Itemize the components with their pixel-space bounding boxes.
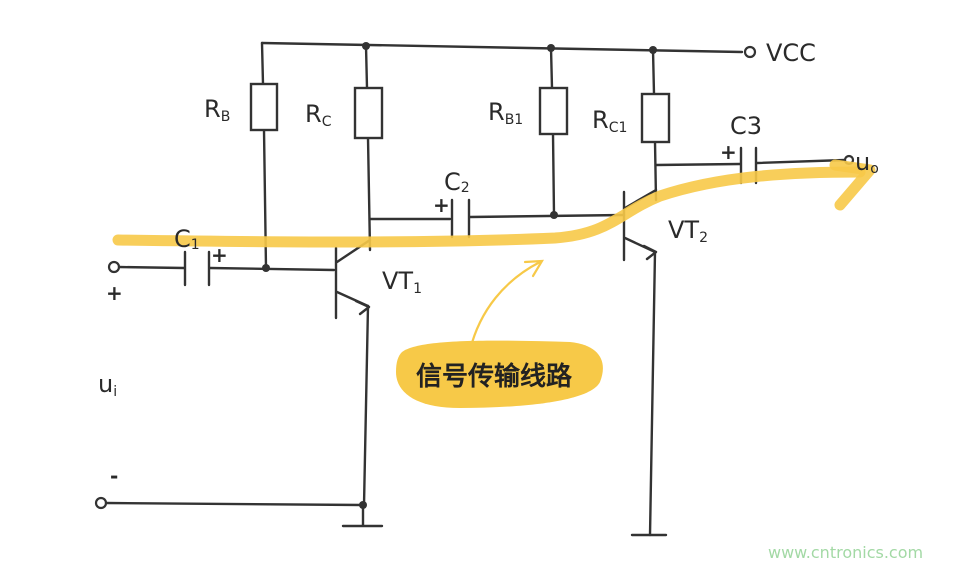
label-rb1: RB1	[488, 98, 523, 128]
input-minus-sign: -	[110, 464, 118, 488]
annotation-text: 信号传输线路	[416, 361, 573, 392]
label-vcc: VCC	[766, 39, 816, 67]
signal-path-line	[112, 166, 866, 248]
vcc-rail	[260, 41, 744, 54]
c1-polarity: +	[211, 243, 228, 267]
resistor-rc1	[640, 92, 671, 144]
watermark: www.cntronics.com	[768, 543, 923, 562]
resistor-rb	[249, 82, 279, 132]
label-c2: C2	[444, 168, 470, 196]
c3-polarity: +	[720, 140, 737, 164]
label-c3: C3	[730, 112, 762, 140]
label-rb: RB	[204, 95, 230, 125]
label-vt1: VT1	[382, 267, 422, 297]
label-vt2: VT2	[668, 216, 708, 246]
vcc-terminal	[743, 45, 757, 59]
junction-dot	[550, 211, 558, 219]
input-plus-terminal	[107, 260, 121, 274]
c2-polarity: +	[433, 193, 450, 217]
resistor-rc	[353, 86, 384, 140]
input-minus-terminal	[94, 496, 108, 510]
label-rc1: RC1	[592, 106, 627, 136]
label-rc: RC	[305, 100, 332, 130]
junction-dot	[262, 264, 270, 272]
callout-arrowhead	[523, 259, 545, 278]
wires	[94, 41, 855, 537]
input-plus-sign: +	[106, 281, 123, 305]
resistor-rb1	[538, 86, 569, 136]
label-c1: C1	[174, 225, 200, 253]
annotation-highlight	[396, 340, 603, 408]
label-ui: ui	[98, 370, 117, 400]
callout-line	[468, 260, 542, 352]
label-uo: uo	[855, 148, 879, 177]
signal-path-arrowhead	[829, 159, 876, 211]
